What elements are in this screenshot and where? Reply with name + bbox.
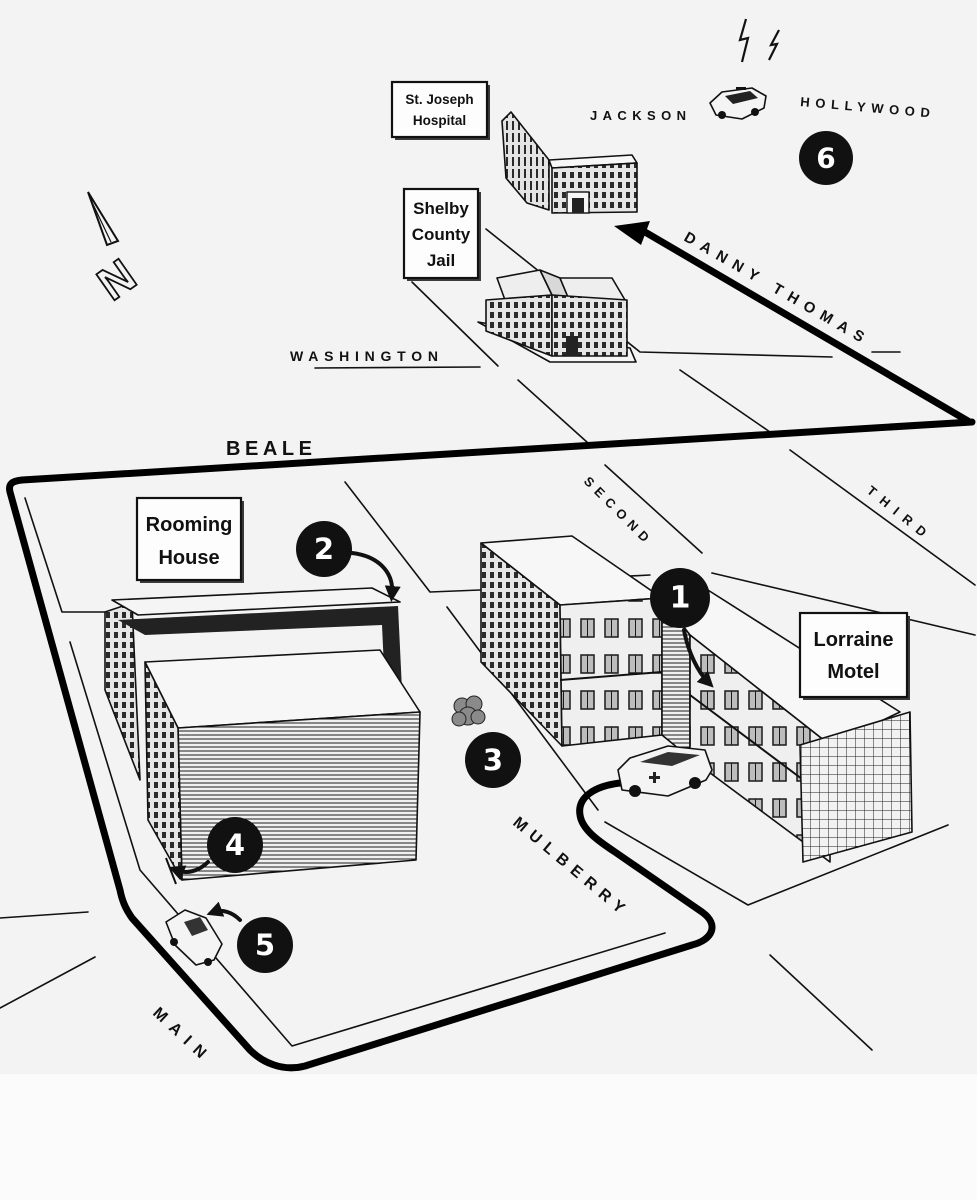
street-edge bbox=[411, 281, 499, 367]
marker-4-arrow bbox=[168, 860, 210, 881]
marker-number: 5 bbox=[255, 928, 275, 962]
car-wheel bbox=[629, 785, 641, 797]
hospital-facade bbox=[551, 162, 638, 214]
label-box bbox=[135, 496, 243, 582]
escape-route-line bbox=[6, 418, 976, 1072]
street-edge bbox=[711, 572, 976, 636]
marker-1: 1 bbox=[650, 568, 710, 628]
lorraine-motel-label-line1: Lorraine bbox=[813, 629, 893, 651]
hospital-label-line1: St. Joseph bbox=[405, 92, 473, 107]
hospital-label-line2: Hospital bbox=[413, 113, 466, 128]
car-wheel bbox=[718, 111, 726, 119]
north-arrow-shaft bbox=[89, 197, 112, 243]
marker-1-arrow bbox=[682, 628, 714, 688]
street-grid bbox=[0, 228, 976, 1051]
car-roof bbox=[725, 91, 758, 104]
street-edge bbox=[679, 369, 771, 433]
street-edge bbox=[314, 366, 481, 369]
street-edge bbox=[344, 481, 481, 593]
marker-2-arrow bbox=[350, 551, 401, 602]
marker-circle bbox=[799, 131, 853, 185]
street-label-washington: WASHINGTON bbox=[290, 348, 438, 364]
car-wheel bbox=[689, 777, 701, 789]
route-arrowhead bbox=[614, 221, 650, 245]
street-edge bbox=[604, 821, 949, 906]
car-wheel bbox=[204, 958, 212, 966]
rooming-house-label-line2: House bbox=[158, 547, 219, 569]
street-label-beale: BEALE bbox=[226, 438, 312, 460]
shelby-county-jail-building bbox=[477, 269, 637, 363]
jail-label-line1: Shelby bbox=[413, 199, 469, 218]
street-edge bbox=[24, 497, 106, 613]
label-box bbox=[390, 80, 489, 139]
st-joseph-hospital-building bbox=[501, 111, 638, 214]
rooming-house-label-line1: Rooming bbox=[146, 514, 233, 536]
marker-number: 2 bbox=[314, 532, 334, 566]
jail-facade-right bbox=[551, 294, 628, 357]
street-edge bbox=[446, 606, 599, 811]
police-car-icon bbox=[709, 87, 767, 120]
hospital-door bbox=[572, 198, 584, 213]
street-edge bbox=[517, 379, 589, 444]
street-edge bbox=[69, 641, 666, 1047]
street-edge bbox=[789, 449, 976, 586]
jail-label-line3: Jail bbox=[427, 251, 455, 270]
marker-6: 6 bbox=[799, 131, 853, 185]
label-rooming-house: Rooming House bbox=[135, 496, 244, 583]
car-windshield bbox=[184, 917, 208, 936]
marker-number: 6 bbox=[816, 142, 835, 175]
lightning-bolt bbox=[738, 18, 750, 63]
marker-circle bbox=[237, 917, 293, 973]
label-box bbox=[798, 611, 909, 699]
street-edge bbox=[0, 911, 89, 919]
ambulance-icon bbox=[617, 745, 713, 797]
hospital-tower bbox=[501, 111, 550, 211]
marker-circle bbox=[465, 732, 521, 788]
label-box bbox=[402, 187, 480, 280]
bush-leaf bbox=[451, 711, 467, 727]
rooming-house-back-roof bbox=[111, 587, 401, 616]
car-body bbox=[165, 909, 223, 966]
motel-main-walkway bbox=[559, 671, 663, 681]
marker-circle bbox=[207, 817, 263, 873]
motel-main-front bbox=[559, 597, 663, 747]
marker-arrows bbox=[168, 551, 714, 922]
lorraine-motel-building bbox=[480, 535, 913, 863]
danny-thomas-route-line bbox=[641, 228, 972, 425]
label-shelby-county-jail: Shelby County Jail bbox=[402, 187, 481, 281]
street-edge bbox=[769, 954, 873, 1051]
street-edge bbox=[0, 956, 96, 1009]
jail-door bbox=[566, 336, 578, 356]
car-windshield bbox=[640, 752, 700, 766]
radio-signal-icon bbox=[738, 18, 780, 63]
car-wheel bbox=[751, 108, 759, 116]
marker-3: 3 bbox=[465, 732, 521, 788]
car-wheel bbox=[170, 938, 178, 946]
rooming-house-dark-band bbox=[118, 606, 402, 690]
lightning-bolt bbox=[768, 29, 780, 61]
label-lorraine-motel: Lorraine Motel bbox=[798, 611, 910, 700]
motel-end-wall bbox=[799, 711, 913, 863]
bush-icon bbox=[451, 695, 486, 727]
jail-label-line2: County bbox=[412, 225, 471, 244]
marker-number: 3 bbox=[483, 743, 503, 777]
bush-leaf bbox=[470, 709, 486, 725]
marker-number: 4 bbox=[225, 828, 245, 862]
label-st-joseph-hospital: St. Joseph Hospital bbox=[390, 80, 490, 140]
car-icon bbox=[165, 909, 223, 966]
street-edge bbox=[604, 464, 703, 554]
north-arrow-pointer bbox=[87, 191, 120, 247]
marker-4: 4 bbox=[207, 817, 263, 873]
marker-number: 1 bbox=[670, 581, 691, 616]
ambulance-cross-h bbox=[649, 776, 660, 779]
marker-2: 2 bbox=[296, 521, 352, 577]
photo-border bbox=[0, 1074, 977, 1200]
marker-circle bbox=[296, 521, 352, 577]
marker-circle bbox=[650, 568, 710, 628]
marker-5: 5 bbox=[237, 917, 293, 973]
lorraine-motel-label-line2: Motel bbox=[827, 661, 879, 683]
marker-5-arrow bbox=[206, 901, 242, 922]
car-light-bar bbox=[736, 87, 746, 90]
